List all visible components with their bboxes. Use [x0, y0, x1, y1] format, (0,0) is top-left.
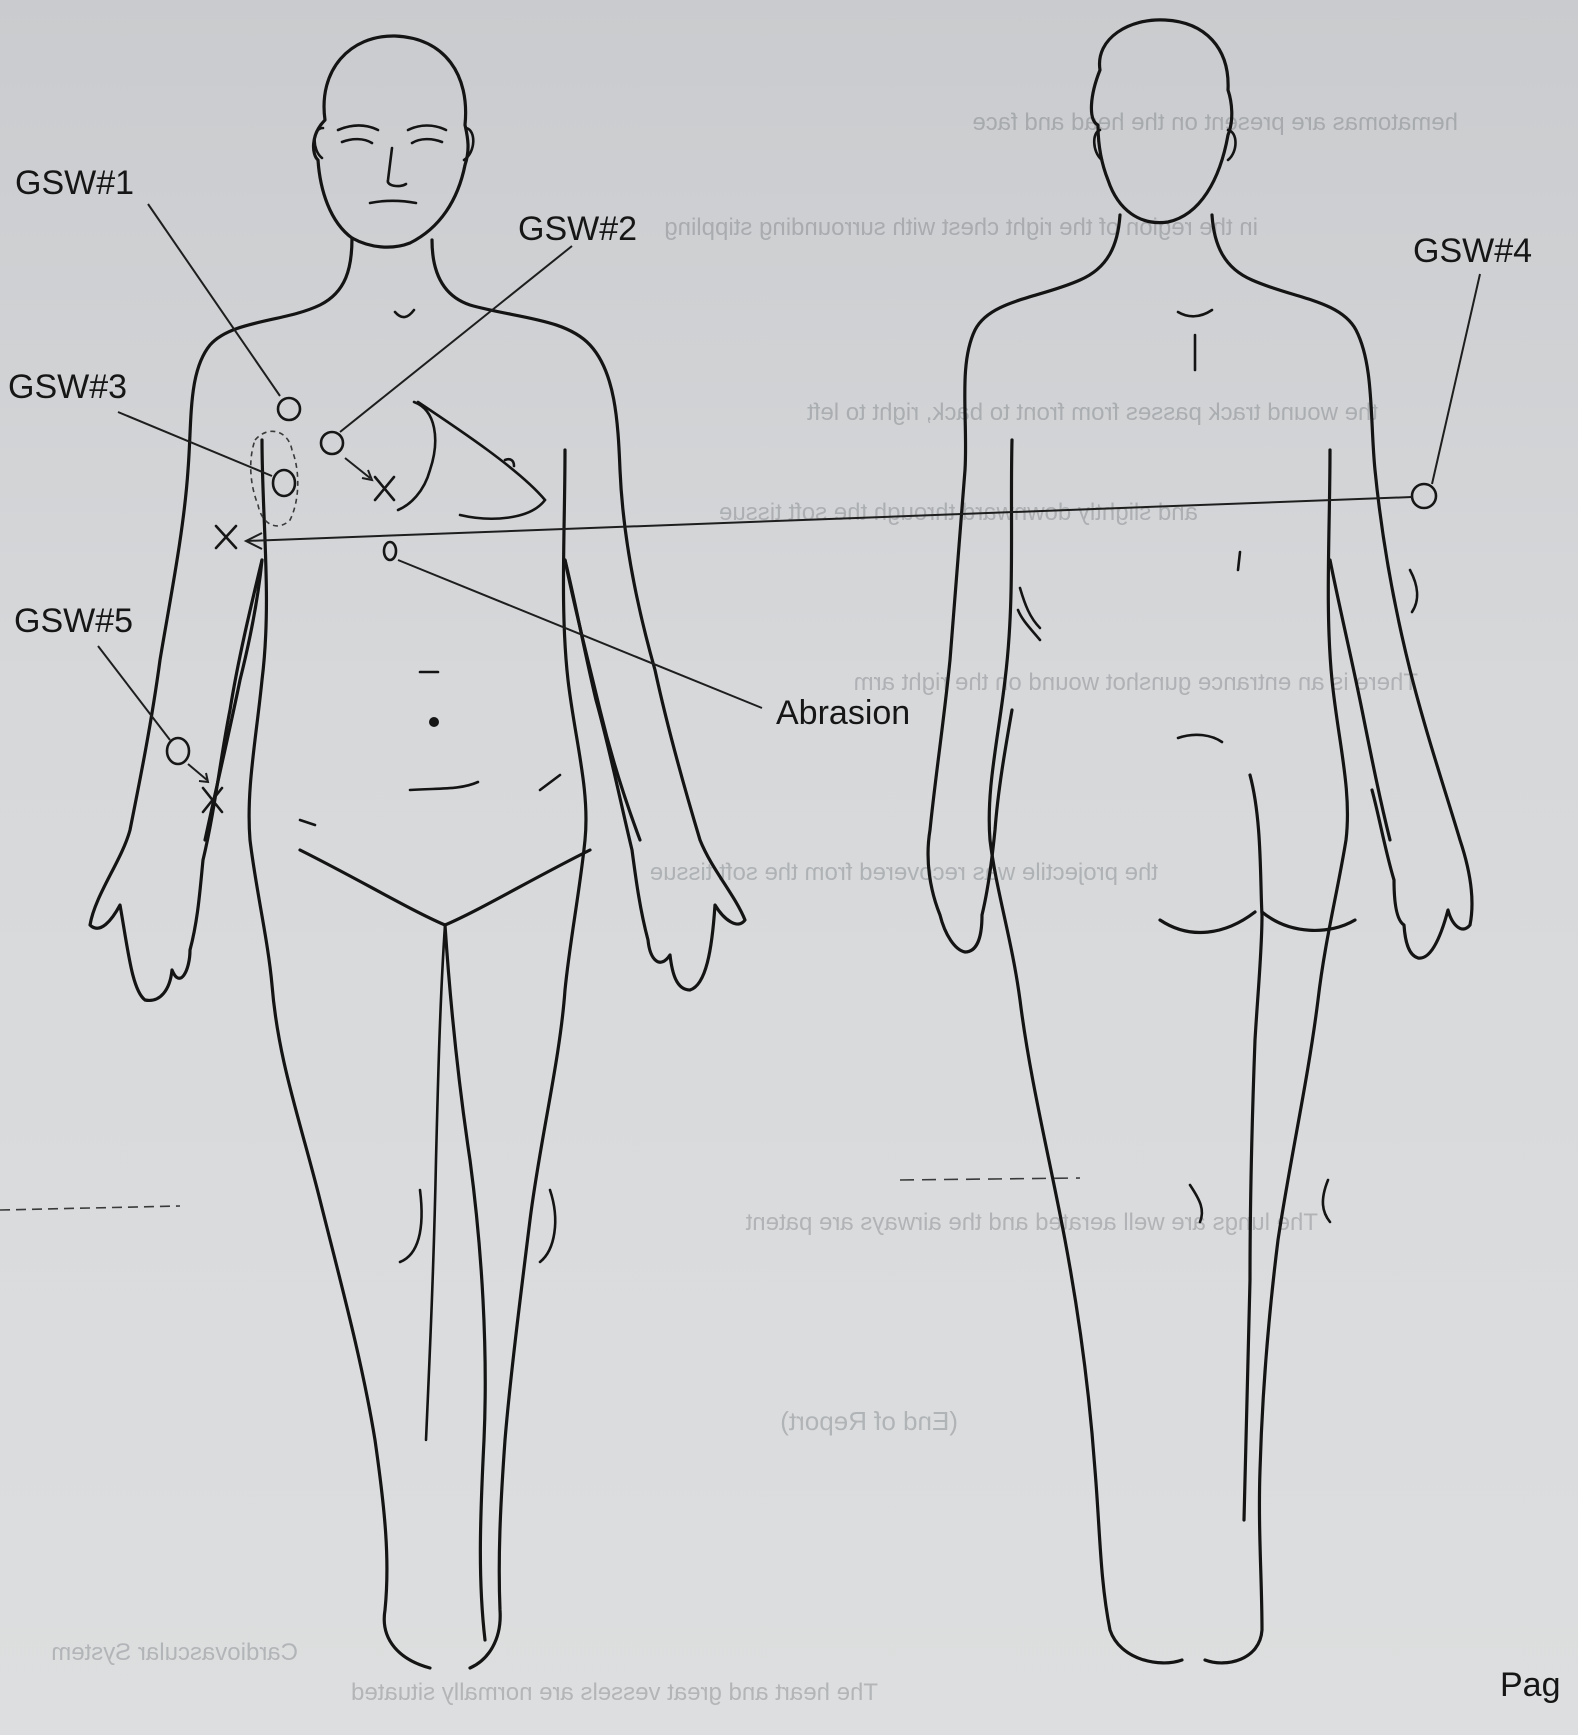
back-right-torso-side — [1205, 450, 1347, 1663]
back-right-elbow — [1410, 570, 1417, 612]
gsw5-track-arrow — [188, 764, 207, 780]
gsw2-exit-marker — [375, 477, 394, 500]
back-left-body-contour — [928, 215, 1120, 952]
front-right-body-contour — [432, 240, 745, 990]
back-left-arm-tick — [1020, 588, 1040, 628]
front-left-eye — [342, 139, 372, 143]
front-right-breast — [418, 402, 545, 519]
label-gsw4: GSW#4 — [1413, 232, 1532, 270]
front-left-brow — [338, 126, 378, 131]
back-spine-tick — [1238, 552, 1240, 570]
back-figure — [928, 20, 1472, 1663]
front-left-torso-side — [249, 440, 430, 1668]
front-mouth — [370, 201, 416, 203]
gsw3-entrance-marker — [273, 470, 295, 496]
back-left-buttock — [1160, 912, 1255, 932]
front-left-ear — [315, 128, 323, 158]
front-inner-legs — [300, 850, 590, 925]
gsw1-leader-line — [148, 204, 280, 396]
back-lower-back-crease — [1178, 735, 1222, 742]
back-right-buttock — [1262, 912, 1355, 930]
back-right-body-contour — [1212, 215, 1472, 958]
gsw2-entrance-marker — [321, 432, 343, 454]
scan-mark-line — [0, 1206, 180, 1210]
gsw4-entrance-marker — [1412, 484, 1436, 508]
label-gsw3: GSW#3 — [8, 368, 127, 406]
label-abrasion: Abrasion — [776, 694, 910, 732]
front-right-knee — [540, 1190, 555, 1262]
front-sternal-notch — [395, 310, 414, 317]
front-nose — [388, 148, 406, 186]
back-right-knee-fold — [1323, 1180, 1330, 1222]
page-number-fragment: Pag — [1500, 1666, 1561, 1704]
label-gsw5: GSW#5 — [14, 602, 133, 640]
front-hip-tick-left — [300, 820, 315, 825]
front-right-torso-side — [470, 450, 586, 1668]
front-left-breast — [398, 402, 435, 510]
label-gsw1: GSW#1 — [15, 164, 134, 202]
front-head-outline — [314, 36, 469, 247]
front-navel — [429, 717, 439, 727]
gsw5-entrance-marker — [167, 738, 189, 764]
gsw2-track-arrow — [345, 458, 370, 478]
wound-markers — [167, 398, 1436, 812]
back-gluteal-cleft — [1244, 775, 1262, 1520]
gsw3-leader-line — [118, 412, 272, 476]
front-right-arm-inner — [565, 560, 640, 840]
back-right-arm-inner — [1330, 560, 1390, 840]
gsw4-track-line — [246, 497, 1412, 541]
front-left-inner-leg — [426, 925, 445, 1440]
back-neck-base — [1178, 310, 1212, 316]
front-left-knee — [400, 1190, 422, 1262]
front-right-eye — [412, 139, 442, 143]
front-hip-tick-right — [540, 775, 560, 790]
back-head-outline — [1091, 20, 1231, 223]
back-left-knee-fold — [1190, 1185, 1202, 1222]
front-right-brow — [408, 126, 446, 131]
gsw4-leader-line — [1432, 274, 1480, 484]
back-left-torso-side — [989, 440, 1182, 1663]
front-leg-divide — [445, 925, 485, 1640]
label-gsw2: GSW#2 — [518, 210, 637, 248]
gsw4-exit-marker — [216, 526, 236, 548]
abrasion-leader-line — [398, 560, 762, 708]
gsw2-leader-line — [340, 246, 572, 432]
front-figure — [90, 36, 745, 1668]
leader-lines — [98, 204, 1480, 740]
abrasion-marker — [384, 542, 396, 560]
front-abdomen-crease — [410, 782, 478, 790]
gsw1-entrance-marker — [278, 398, 300, 420]
